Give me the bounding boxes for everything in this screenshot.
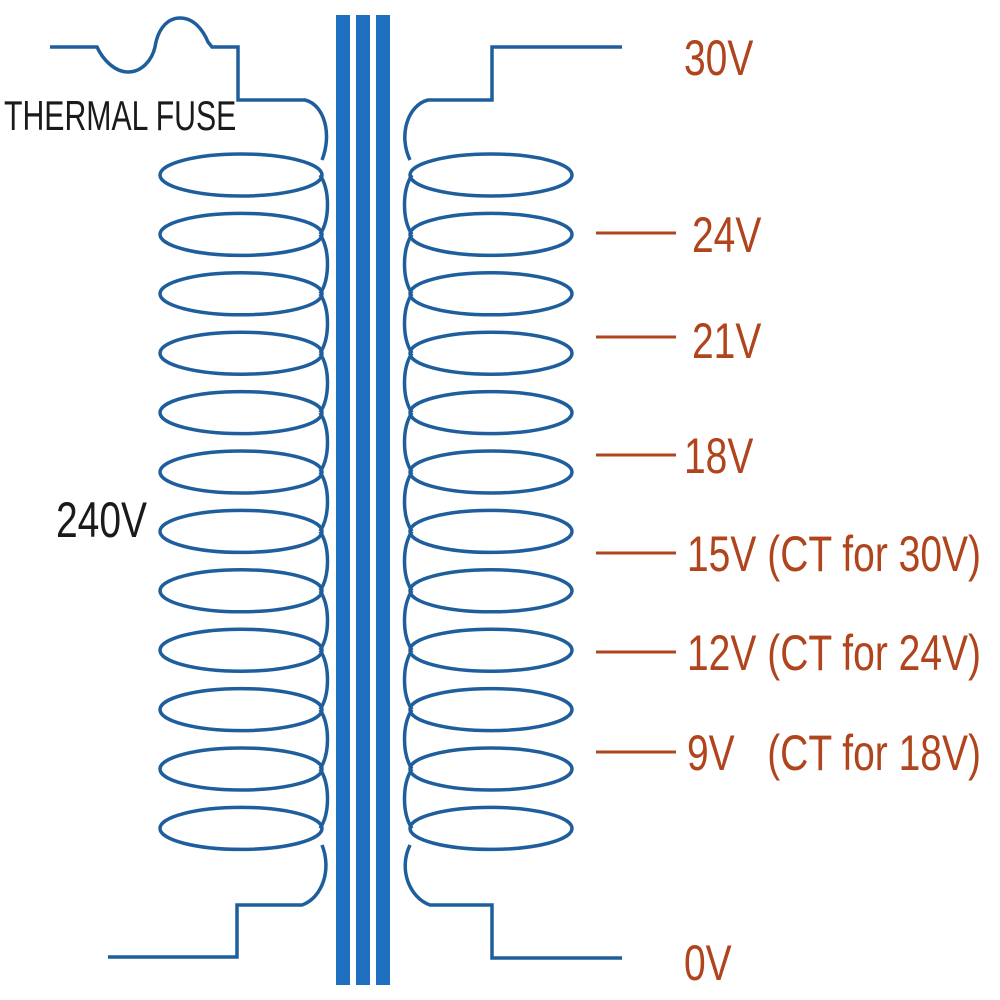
- secondary-winding: [402, 45, 622, 960]
- coil-turn: [408, 746, 574, 792]
- coil-turn: [158, 686, 324, 733]
- core-bar: [376, 15, 390, 985]
- coil-turn: [158, 152, 324, 198]
- primary-bottom-lead: [108, 844, 328, 959]
- coil-turn: [408, 449, 574, 495]
- coil-turn: [408, 686, 574, 733]
- coil-turn: [158, 389, 324, 436]
- coil-connector: [402, 292, 414, 355]
- coil-connector: [318, 292, 330, 355]
- coil-connector: [318, 471, 330, 533]
- coil-turn: [158, 805, 324, 852]
- secondary-bottom-lead: [403, 844, 622, 960]
- primary-winding: [50, 16, 330, 959]
- coil-turn: [408, 627, 574, 673]
- primary-voltage-label: 240V: [56, 491, 147, 548]
- core-bar: [336, 15, 350, 985]
- transformer-core: [336, 15, 390, 985]
- coil-turn: [158, 508, 324, 555]
- secondary-bottom-label: 0V: [684, 934, 732, 991]
- coil-turn: [158, 568, 324, 614]
- coil-connector: [402, 471, 414, 533]
- coil-turn: [408, 271, 574, 317]
- coil-turn: [408, 330, 574, 376]
- coil-connector: [402, 530, 414, 592]
- coil-turn: [158, 746, 324, 792]
- coil-connector: [402, 233, 414, 295]
- coil-connector: [318, 233, 330, 295]
- coil-turn: [408, 211, 574, 258]
- coil-connector: [402, 352, 414, 414]
- thermal-fuse-label: THERMAL FUSE: [4, 92, 236, 139]
- coil-turn: [158, 330, 324, 376]
- coil-connector: [318, 589, 330, 652]
- coil-turn: [158, 449, 324, 495]
- coil-turn: [408, 152, 574, 198]
- core-bar: [356, 15, 370, 985]
- coil-connector: [318, 530, 330, 592]
- secondary-top-lead: [403, 45, 622, 161]
- tap-label: 18V: [684, 427, 753, 484]
- secondary-top-label: 30V: [684, 29, 753, 86]
- coil-connector: [402, 649, 414, 711]
- coil-turn: [158, 627, 324, 673]
- tap-label: 24V: [692, 206, 761, 263]
- thermal-fuse-lead: [50, 16, 329, 161]
- coil-connector: [318, 708, 330, 770]
- coil-connector: [318, 174, 330, 236]
- tap-label: 9V (CT for 18V): [687, 724, 981, 781]
- coil-connector: [402, 768, 414, 830]
- coil-turn: [408, 568, 574, 614]
- tap-label: 12V (CT for 24V): [687, 624, 981, 681]
- coil-connector: [318, 768, 330, 830]
- coil-connector: [402, 411, 414, 473]
- coil-turn: [408, 389, 574, 436]
- tap-lines: [596, 231, 676, 754]
- coil-turn: [408, 508, 574, 555]
- coil-turn: [408, 805, 574, 852]
- coil-connector: [402, 589, 414, 652]
- coil-turn: [158, 211, 324, 258]
- coil-connector: [402, 708, 414, 770]
- coil-connector: [402, 174, 414, 236]
- tap-label: 15V (CT for 30V): [687, 525, 981, 582]
- coil-connector: [318, 352, 330, 414]
- coil-turn: [158, 271, 324, 317]
- coil-connector: [318, 649, 330, 711]
- tap-label: 21V: [692, 312, 761, 369]
- coil-connector: [318, 411, 330, 473]
